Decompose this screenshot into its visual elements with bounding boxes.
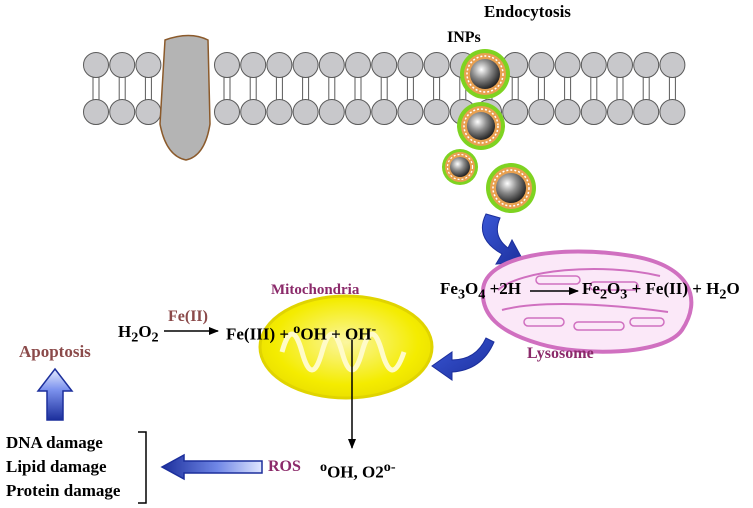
lipid-head-inner (266, 99, 293, 125)
lysosome-reaction-products: Fe2O3 + Fe(II) + H2O (582, 279, 740, 303)
nanoparticle (460, 49, 510, 99)
lipid-head-outer (292, 52, 319, 78)
damage-item-lipid: Lipid damage (6, 457, 107, 476)
lipid-head-outer (528, 52, 555, 78)
lipid-head-outer (580, 52, 607, 78)
lipid-head-inner (345, 99, 371, 125)
lipid-head-inner (659, 99, 686, 125)
damage-item-protein: Protein damage (6, 481, 121, 500)
fenton-reactant: H2O2 (118, 322, 159, 346)
inps-label: INPs (447, 29, 481, 46)
lipid-head-outer (659, 52, 686, 78)
lipid-head-outer (423, 52, 450, 78)
lipid-head-outer (266, 52, 293, 78)
damage-to-apoptosis-arrow (36, 367, 74, 421)
lipid-head-outer (214, 52, 240, 78)
ros-label: ROS (268, 458, 301, 475)
damage-item-dna: DNA damage (6, 433, 103, 452)
lipid-head-inner (528, 99, 555, 125)
lipid-head-inner (554, 99, 581, 125)
mitochondria (258, 294, 434, 400)
lipid-head-inner (292, 99, 319, 125)
ros-species: oOH, O2o- (320, 459, 396, 482)
endocytosis-label: Endocytosis (484, 2, 571, 21)
lipid-head-outer (371, 52, 398, 78)
lipid-head-inner (83, 99, 109, 125)
fe-ii-catalyst-label: Fe(II) (168, 308, 208, 325)
lipid-head-inner (397, 99, 424, 125)
lipid-head-outer (554, 52, 581, 78)
damage-list: DNA damage Lipid damage Protein damage (6, 431, 120, 503)
lipid-head-inner (607, 99, 633, 125)
lipid-head-outer (345, 52, 371, 78)
ros-to-damage-arrow (160, 453, 263, 481)
curved-arrow-to-lysosome (482, 213, 525, 265)
apoptosis-label: Apoptosis (19, 342, 91, 361)
lipid-head-inner (240, 99, 267, 125)
lysosome-reaction-equation: Fe3O4 +2H (440, 279, 521, 303)
curved-arrow-to-mitochondria (431, 337, 495, 381)
lipid-head-outer (135, 52, 162, 78)
lipid-head-inner (214, 99, 240, 125)
cell-membrane (83, 52, 686, 125)
lipid-head-inner (580, 99, 607, 125)
nanoparticle (442, 149, 478, 185)
nanoparticle (457, 102, 505, 150)
lysosome-label: Lysosome (527, 345, 594, 362)
lipid-head-outer (607, 52, 633, 78)
lipid-head-inner (502, 99, 529, 125)
damage-bracket (138, 431, 147, 504)
mitochondria-label: Mitochondria (271, 282, 360, 298)
transmembrane-protein (159, 34, 211, 161)
lipid-head-outer (83, 52, 109, 78)
lipid-head-inner (633, 99, 660, 125)
nanoparticle (486, 163, 536, 213)
lipid-head-inner (318, 99, 345, 125)
lipid-head-outer (240, 52, 267, 78)
lipid-head-outer (633, 52, 660, 78)
lipid-head-inner (135, 99, 162, 125)
lipid-head-inner (423, 99, 450, 125)
lipid-head-inner (109, 99, 136, 125)
lipid-head-outer (318, 52, 345, 78)
lipid-head-outer (397, 52, 424, 78)
lipid-head-outer (109, 52, 136, 78)
lipid-head-inner (371, 99, 398, 125)
lysosome (480, 249, 694, 354)
fenton-products: Fe(III) + oOH + OH- (226, 321, 377, 344)
